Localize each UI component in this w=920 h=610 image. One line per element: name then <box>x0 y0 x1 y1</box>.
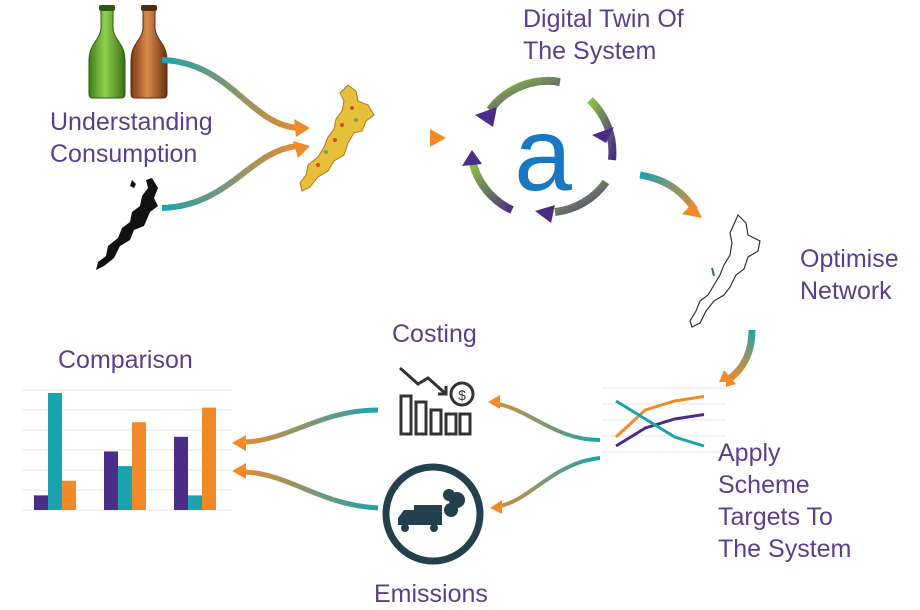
label-optimise-line2: Network <box>800 277 892 305</box>
line-series-0 <box>614 395 705 439</box>
line-series-1 <box>615 413 705 448</box>
label-apply-line3: Targets To <box>718 503 833 531</box>
label-emissions: Emissions <box>374 580 488 608</box>
label-apply-line4: The System <box>718 535 852 563</box>
bar-2-1 <box>188 495 202 510</box>
line-series-2 <box>615 399 705 448</box>
label-optimise: Optimise Network <box>800 243 899 307</box>
bar-0-2 <box>62 480 76 510</box>
bar-1-2 <box>132 422 146 510</box>
bar-chart-icon <box>22 389 232 511</box>
bar-1-1 <box>118 466 132 510</box>
svg-text:a: a <box>514 97 572 213</box>
label-costing: Costing <box>392 320 477 348</box>
label-comparison: Comparison <box>58 346 193 374</box>
bar-0-0 <box>34 495 48 510</box>
label-apply-line2: Scheme <box>718 471 810 499</box>
bar-2-2 <box>202 407 216 510</box>
bar-0-1 <box>48 392 62 510</box>
nz-map-heat-icon <box>299 84 375 192</box>
brown-bottle-icon <box>130 5 168 99</box>
bar-1-0 <box>104 451 118 510</box>
label-understanding: Understanding Consumption <box>50 106 213 170</box>
nz-map-outline-icon <box>689 213 761 328</box>
label-digital-twin: Digital Twin Of The System <box>523 3 684 67</box>
alteryx-logo-icon: a <box>462 76 617 223</box>
declining-cost-icon: $ <box>399 366 475 436</box>
emissions-truck-icon <box>382 463 484 565</box>
label-understanding-line2: Consumption <box>50 140 198 168</box>
label-apply-scheme: Apply Scheme Targets To The System <box>718 437 851 565</box>
bar-2-0 <box>174 436 188 510</box>
label-digital-twin-line2: The System <box>523 37 657 65</box>
line-chart-icon <box>602 382 726 456</box>
nz-map-black-icon <box>96 178 158 270</box>
label-optimise-line1: Optimise <box>800 245 899 273</box>
green-bottle-icon <box>88 5 126 99</box>
label-apply-line1: Apply <box>718 439 781 467</box>
label-understanding-line1: Understanding <box>50 108 213 136</box>
label-digital-twin-line1: Digital Twin Of <box>523 5 684 33</box>
svg-text:$: $ <box>458 387 466 403</box>
